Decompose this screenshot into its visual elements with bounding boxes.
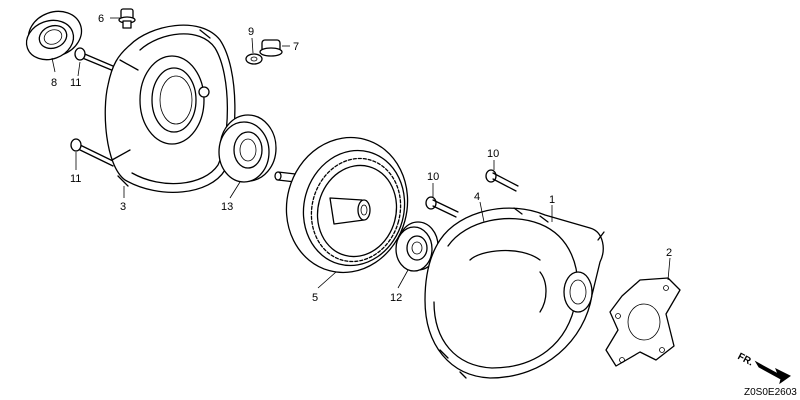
callout-ring-gear-shaft: 5 <box>312 292 318 304</box>
front-direction-arrow-icon: FR. <box>736 351 791 385</box>
gear-case-part <box>424 207 605 379</box>
callout-bolt-lower-left: 11 <box>70 173 81 185</box>
bolt-center-part <box>425 196 459 218</box>
oil-seal-part <box>25 10 83 61</box>
callout-bearing-small: 12 <box>390 292 402 304</box>
bolt-lower-left-part <box>70 138 116 167</box>
ring-gear-shaft-part <box>274 136 409 274</box>
callout-oil-seal: 8 <box>51 77 57 89</box>
callout-case-right: 1 <box>549 194 555 206</box>
callout-bearing-large: 13 <box>221 201 233 213</box>
callout-plug-bolt: 7 <box>293 41 299 53</box>
flange-bolt-part <box>118 8 136 29</box>
callout-case-left: 4 <box>474 191 480 203</box>
leader-lines <box>51 17 671 289</box>
plug-bolt-part <box>259 39 283 57</box>
callout-washer: 9 <box>248 26 254 38</box>
callout-bolt-right: 10 <box>487 148 499 160</box>
washer-part <box>245 53 263 65</box>
bearing-small-part <box>395 221 439 272</box>
callout-gasket: 2 <box>666 247 672 259</box>
bolt-right-part <box>485 169 519 192</box>
bearing-cover-part <box>104 24 237 193</box>
gasket-part <box>605 277 681 367</box>
callout-labels: 8 11 6 9 7 11 3 13 5 12 10 10 4 1 2 <box>51 13 672 304</box>
drawing-code: Z0S0E2603 <box>744 387 797 398</box>
bearing-large-part <box>218 114 277 183</box>
callout-bearing-cover: 3 <box>120 201 126 213</box>
callout-bolt-center: 10 <box>427 171 439 183</box>
front-direction-label: FR. <box>736 351 756 368</box>
callout-flange-bolt: 6 <box>98 13 104 25</box>
callout-bolt-upper-left: 11 <box>70 77 81 89</box>
